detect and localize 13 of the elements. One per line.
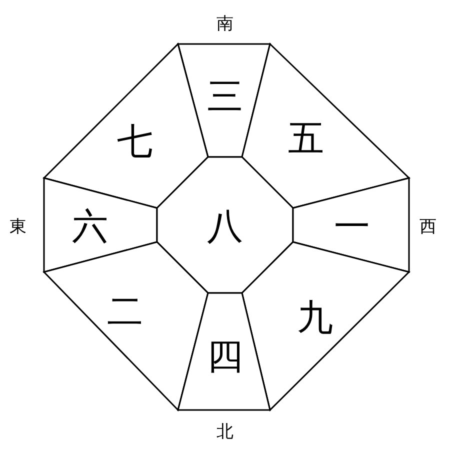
direction-label: 北 [216, 422, 234, 442]
direction-label: 南 [216, 14, 234, 34]
sector-numeral: 八 [207, 206, 243, 248]
sector-numeral: 一 [334, 206, 370, 248]
sector-numeral: 六 [72, 206, 108, 248]
sector-numeral: 二 [107, 292, 143, 332]
sector-numeral: 四 [207, 336, 243, 378]
direction-label: 西 [420, 217, 436, 237]
sector-numeral: 九 [297, 298, 333, 338]
sector-numeral: 七 [117, 122, 153, 162]
direction-label: 東 [10, 217, 26, 237]
sector-numeral: 三 [207, 76, 243, 118]
sector-numeral: 五 [288, 118, 324, 160]
